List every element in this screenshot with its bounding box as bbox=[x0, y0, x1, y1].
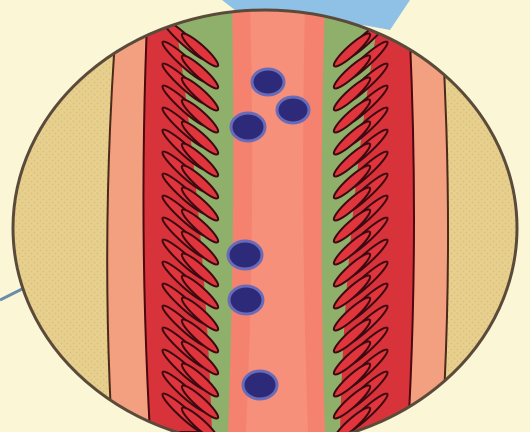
blood-cell bbox=[252, 69, 284, 95]
vessel-lumen-center bbox=[246, 0, 308, 432]
blood-cell bbox=[229, 286, 263, 314]
blood-cell bbox=[277, 97, 309, 123]
blood-cell bbox=[243, 371, 277, 399]
blood-cell bbox=[228, 241, 262, 269]
blood-cell bbox=[231, 113, 265, 141]
